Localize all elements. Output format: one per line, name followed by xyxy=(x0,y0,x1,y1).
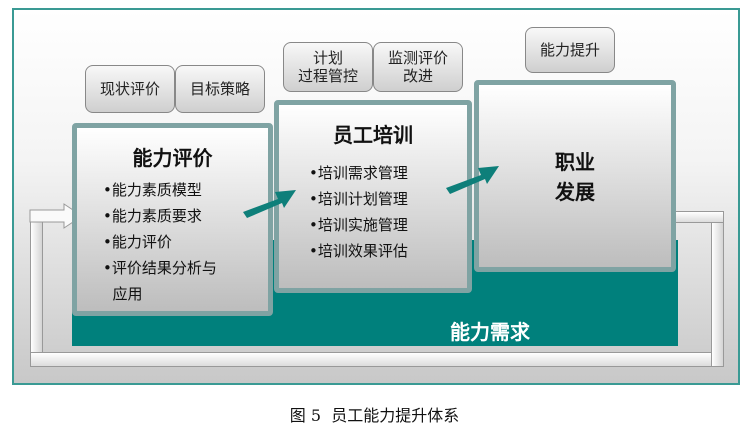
ability-evaluation-box: 能力评价 •能力素质模型 •能力素质要求 •能力评价 •评价结果分析与 应用 xyxy=(72,123,273,316)
tag-ability-up: 能力提升 xyxy=(525,27,615,73)
tag-label: 计划 xyxy=(312,49,343,67)
box1-item: •能力评价 xyxy=(103,233,172,251)
box3-title-line2: 发展 xyxy=(555,180,595,204)
box1-item: 应用 xyxy=(103,285,143,303)
arrow-to-career-icon xyxy=(446,166,499,194)
tag-monitor-improve: 监测评价改进 xyxy=(373,42,463,92)
box1-title: 能力评价 xyxy=(132,146,213,170)
career-development-box: 职业 发展 xyxy=(474,80,676,272)
box2-title: 员工培训 xyxy=(333,123,413,147)
tag-plan-control: 计划过程管控 xyxy=(283,42,373,92)
arrow-to-training-icon xyxy=(243,190,296,218)
loop-pipe-top-right xyxy=(672,211,724,223)
box2-item: •培训需求管理 xyxy=(309,164,408,182)
box1-item: •评价结果分析与 xyxy=(103,259,217,277)
loop-pipe-left xyxy=(30,218,43,366)
tag-label: 目标策略 xyxy=(189,80,250,98)
figure-caption: 图 5 员工能力提升体系 xyxy=(289,406,460,425)
tag-current-eval: 现状评价 xyxy=(85,65,175,113)
loop-pipe-right xyxy=(711,212,724,367)
tag-label: 监测评价 xyxy=(387,49,448,67)
employee-training-box: 员工培训 •培训需求管理 •培训计划管理 •培训实施管理 •培训效果评估 xyxy=(274,100,472,293)
box2-item: •培训计划管理 xyxy=(309,190,408,208)
box2-item: •培训效果评估 xyxy=(309,242,408,260)
box2-item: •培训实施管理 xyxy=(309,216,408,234)
tag-label: 现状评价 xyxy=(99,80,160,98)
box1-item: •能力素质模型 xyxy=(103,181,202,199)
tag-label: 改进 xyxy=(402,67,433,85)
box3-title-line1: 职业 xyxy=(555,150,595,174)
tag-label: 过程管控 xyxy=(297,67,358,85)
loop-pipe-bottom xyxy=(30,352,724,367)
box1-item: •能力素质要求 xyxy=(103,207,202,225)
tag-target-strategy: 目标策略 xyxy=(175,65,265,113)
band-label: 能力需求 xyxy=(450,320,530,344)
tag-label: 能力提升 xyxy=(539,41,600,59)
